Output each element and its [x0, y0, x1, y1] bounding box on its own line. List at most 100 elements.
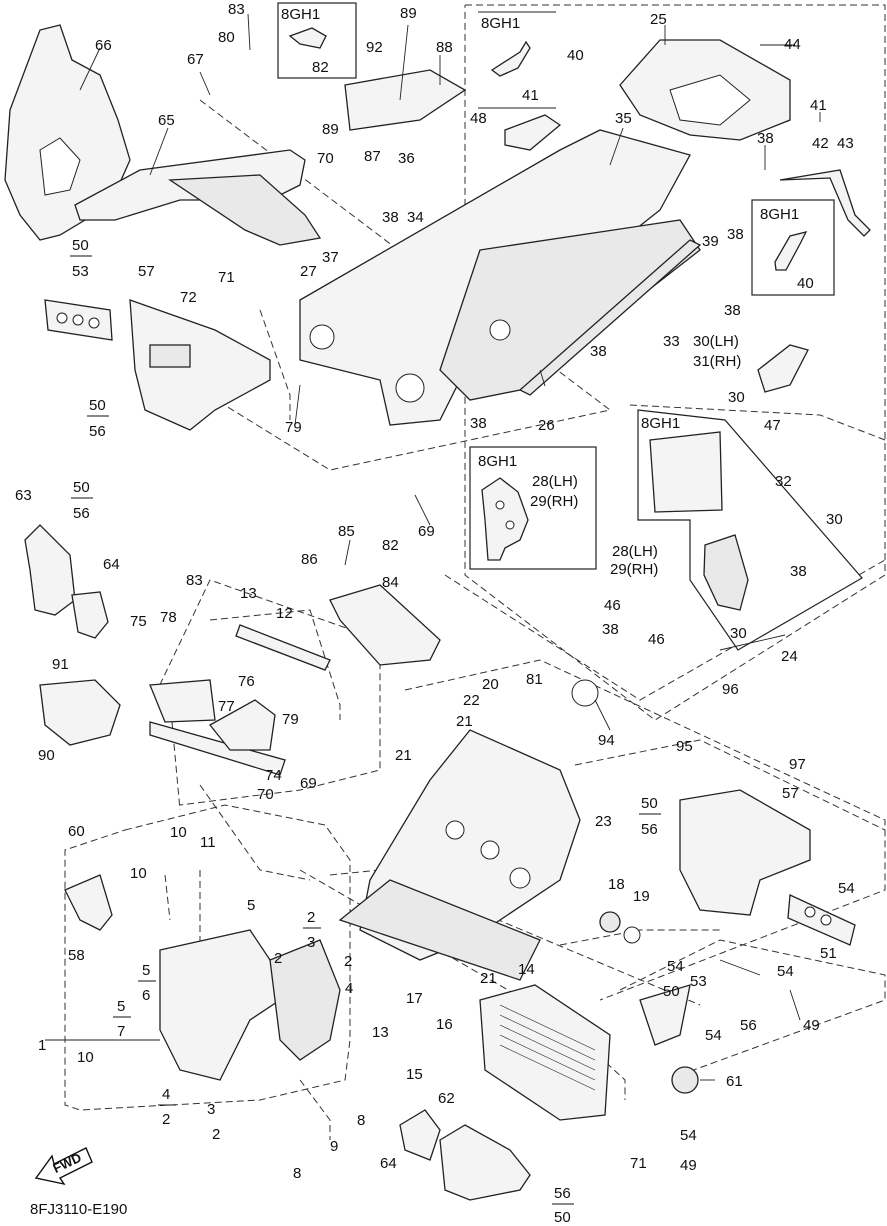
- callout-22: 22: [463, 692, 480, 709]
- callout-56a: 54: [838, 880, 855, 897]
- callout-66: 64: [103, 556, 120, 573]
- callout-1: 1: [38, 1037, 46, 1054]
- callout-19: 19: [633, 888, 650, 905]
- svg-text:5: 5: [117, 998, 125, 1015]
- box-28-part-lh: 28(LH): [532, 473, 578, 490]
- callout-labels: 66 65 67 83 80 89 92 88 25 44 40 48 35 4…: [15, 1, 855, 1182]
- fwd-arrow: FWD: [34, 1147, 93, 1186]
- callout-21b: 21: [395, 747, 412, 764]
- fraction-56-50-a: 56 50: [552, 1185, 574, 1226]
- callout-97: 96: [722, 681, 739, 698]
- variant-box-40: 8GH1 40: [751, 199, 835, 296]
- callout-10a: 10: [170, 824, 187, 841]
- svg-text:56: 56: [554, 1185, 571, 1202]
- callout-46: 46: [604, 597, 621, 614]
- callout-85a: 83: [228, 1, 245, 18]
- callout-67: 65: [158, 112, 175, 129]
- svg-text:53: 53: [72, 263, 89, 280]
- fraction-5-7: 5 7: [113, 998, 131, 1040]
- svg-text:50: 50: [72, 237, 89, 254]
- callout-3: 3: [207, 1101, 215, 1118]
- callout-29rh: 29(RH): [610, 561, 658, 578]
- callout-75: 74: [265, 767, 282, 784]
- fraction-50-56-c: 50 56: [639, 795, 661, 838]
- callout-34: 33: [663, 333, 680, 350]
- callout-27: 27: [300, 263, 317, 280]
- callout-84: 82: [382, 537, 399, 554]
- callout-59: 57: [138, 263, 155, 280]
- callout-17: 17: [406, 990, 423, 1007]
- callout-24: 24: [781, 648, 798, 665]
- svg-text:4: 4: [162, 1086, 170, 1103]
- svg-text:56: 56: [89, 423, 106, 440]
- box-41-code: 8GH1: [481, 15, 520, 32]
- callout-70a: 69: [418, 523, 435, 540]
- callout-16: 16: [436, 1016, 453, 1033]
- callout-18: 18: [608, 876, 625, 893]
- callout-9: 9: [330, 1138, 338, 1155]
- callout-5a: 5: [247, 897, 255, 914]
- callout-10c: 10: [77, 1049, 94, 1066]
- svg-text:2: 2: [307, 909, 315, 926]
- box-82-code: 8GH1: [281, 6, 320, 23]
- box-28-code: 8GH1: [478, 453, 517, 470]
- callout-65: 64: [380, 1155, 397, 1172]
- callout-56c: 54: [705, 1027, 722, 1044]
- callout-39h: 38: [602, 621, 619, 638]
- callout-56b: 54: [667, 958, 684, 975]
- callout-98: 97: [789, 756, 806, 773]
- callout-14: 14: [518, 961, 535, 978]
- callout-44: 43: [837, 135, 854, 152]
- svg-text:50: 50: [641, 795, 658, 812]
- callout-61: 60: [68, 823, 85, 840]
- variant-box-28: 8GH1 28(LH) 29(RH): [469, 446, 597, 570]
- svg-text:56: 56: [641, 821, 658, 838]
- callout-32a: 30: [728, 389, 745, 406]
- callout-72: 70: [317, 150, 334, 167]
- callout-85b: 83: [186, 572, 203, 589]
- callout-90: 88: [436, 39, 453, 56]
- callout-12: 12: [276, 605, 293, 622]
- callout-93: 91: [52, 656, 69, 673]
- callout-50a: 49: [803, 1017, 820, 1034]
- callout-91a: 89: [400, 5, 417, 22]
- fraction-50-56-a: 50 56: [87, 397, 109, 440]
- callout-95: 94: [598, 732, 615, 749]
- callout-77: 76: [238, 673, 255, 690]
- callout-54: 53: [690, 973, 707, 990]
- callout-62: 61: [726, 1073, 743, 1090]
- callout-60: 58: [68, 947, 85, 964]
- variant-box-41: 8GH1 41: [478, 11, 556, 109]
- svg-text:3: 3: [307, 934, 315, 951]
- callout-36: 35: [615, 110, 632, 127]
- callout-73b: 71: [630, 1155, 647, 1172]
- callout-39c: 38: [727, 226, 744, 243]
- svg-text:7: 7: [117, 1023, 125, 1040]
- callout-58: 57: [782, 785, 799, 802]
- callout-39g: 38: [790, 563, 807, 580]
- callout-2c: 2: [212, 1126, 220, 1143]
- callout-39b: 38: [382, 209, 399, 226]
- callout-39f: 38: [470, 415, 487, 432]
- variant-box-30: 8GH1: [637, 409, 863, 651]
- box-28-part-rh: 29(RH): [530, 493, 578, 510]
- callout-87: 85: [338, 523, 355, 540]
- callout-47: 46: [648, 631, 665, 648]
- box-30-code: 8GH1: [641, 415, 680, 432]
- svg-text:6: 6: [142, 987, 150, 1004]
- callout-2a: 2: [274, 950, 282, 967]
- box-41-part: 41: [522, 87, 539, 104]
- callout-48: 47: [764, 417, 781, 434]
- callout-70b: 69: [300, 775, 317, 792]
- callout-28lh: 28(LH): [612, 543, 658, 560]
- svg-text:50: 50: [73, 479, 90, 496]
- callout-32b: 30: [826, 511, 843, 528]
- callout-10b: 10: [130, 865, 147, 882]
- fraction-50-56-b: 50 56: [71, 479, 93, 522]
- fraction-5-6: 5 6: [138, 962, 156, 1004]
- callout-41: 40: [567, 47, 584, 64]
- callout-8a: 8: [357, 1112, 365, 1129]
- callout-63: 62: [438, 1090, 455, 1107]
- callout-43: 42: [812, 135, 829, 152]
